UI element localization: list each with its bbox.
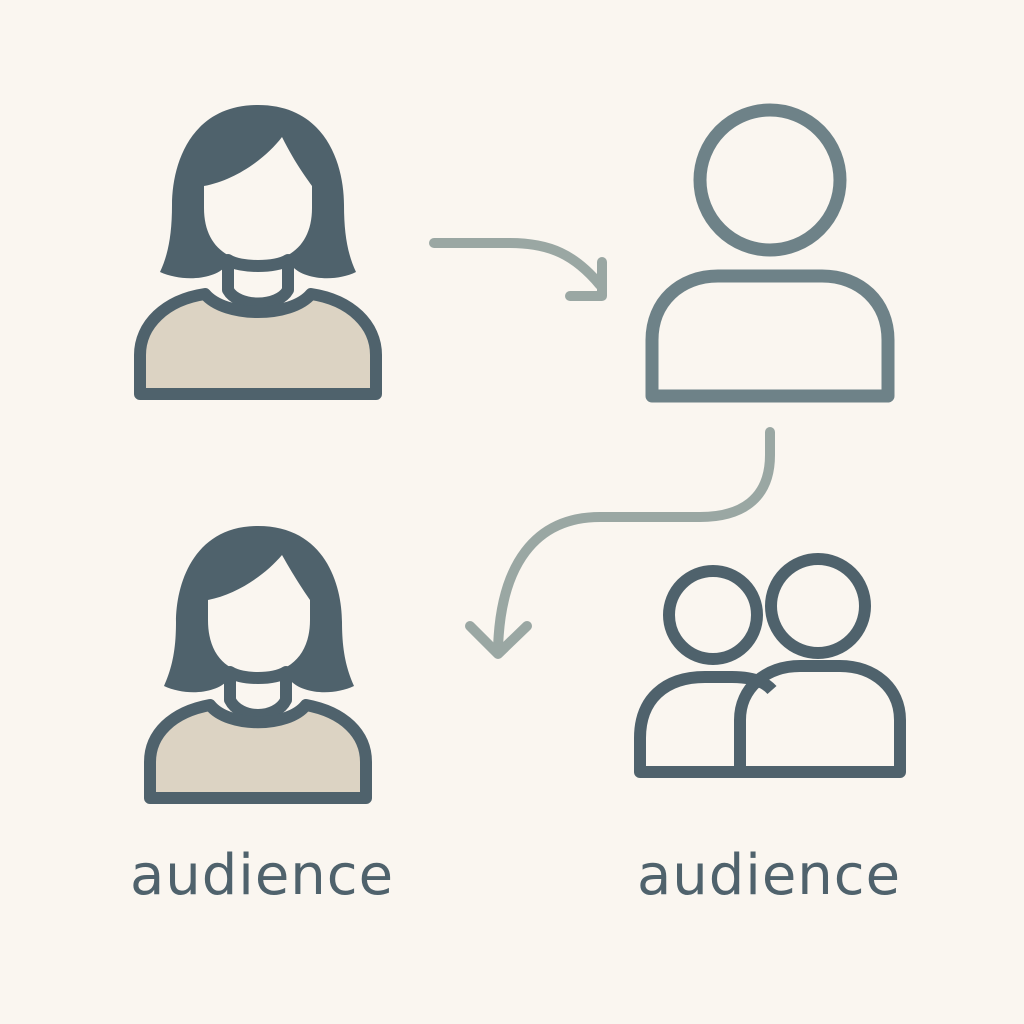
woman-icon [134, 105, 382, 400]
group-icon [634, 553, 906, 778]
person-outline-icon [645, 103, 895, 403]
curved-arrow-right-icon [429, 238, 607, 301]
audience-label-left: audience [129, 843, 395, 908]
woman-icon [144, 526, 372, 804]
curved-arrow-down-left-icon [465, 427, 775, 659]
audience-label-right: audience [636, 843, 902, 908]
